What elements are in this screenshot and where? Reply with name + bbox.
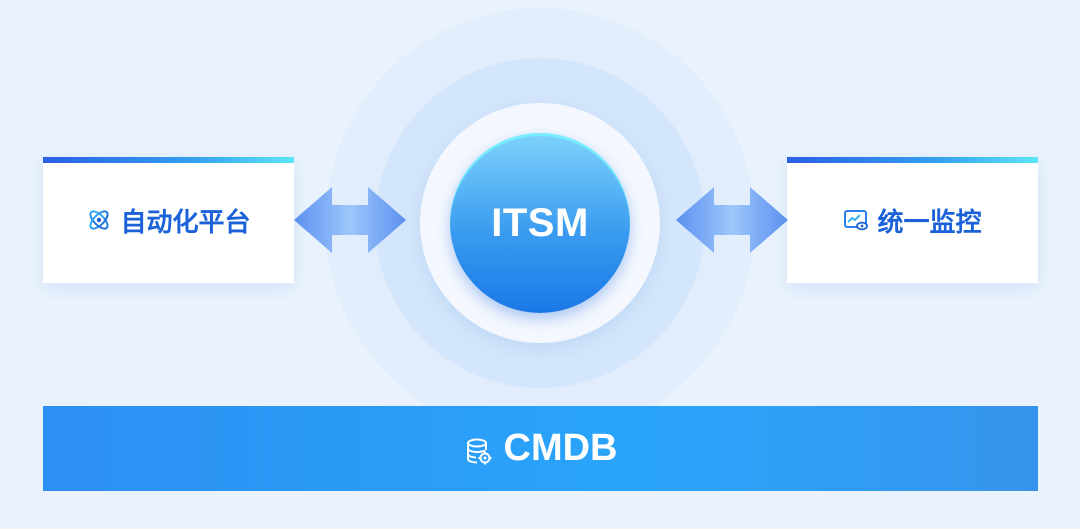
cmdb-label: CMDB: [503, 427, 618, 469]
database-gear-icon: [464, 434, 494, 464]
bidirectional-arrow-left: [294, 187, 406, 253]
itsm-core-circle: ITSM: [450, 133, 630, 313]
unified-monitoring-label: 统一监控: [877, 207, 982, 238]
automation-platform-label: 自动化平台: [120, 207, 251, 238]
unified-monitoring-card: 统一监控: [787, 157, 1038, 283]
itsm-label: ITSM: [491, 200, 589, 245]
bidirectional-arrow-right: [676, 187, 788, 253]
monitor-eye-icon: [843, 207, 869, 233]
automation-platform-card: 自动化平台: [43, 157, 294, 283]
atom-icon: [86, 207, 112, 233]
cmdb-bar: CMDB: [43, 406, 1038, 491]
